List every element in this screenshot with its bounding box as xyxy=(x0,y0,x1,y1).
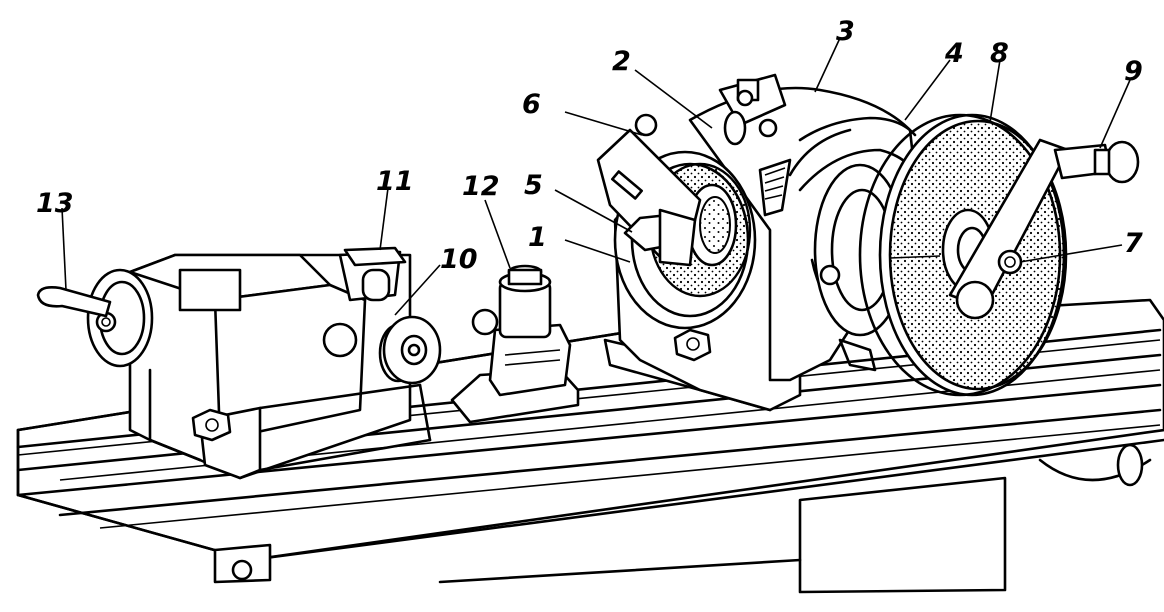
label-6: 6 xyxy=(522,89,541,120)
label-5: 5 xyxy=(524,170,543,201)
label-3: 3 xyxy=(836,16,855,47)
callout-labels: 1 2 3 4 5 6 7 8 9 10 11 12 13 xyxy=(36,16,1143,275)
tailstock xyxy=(36,246,442,480)
index-crank xyxy=(948,138,1140,320)
machine-table xyxy=(16,298,1164,594)
label-8: 8 xyxy=(990,38,1009,69)
label-1: 1 xyxy=(528,222,547,253)
label-12: 12 xyxy=(462,171,500,202)
label-2: 2 xyxy=(612,46,631,77)
dividing-head xyxy=(596,73,927,412)
label-9: 9 xyxy=(1124,56,1143,87)
label-7: 7 xyxy=(1124,228,1143,259)
label-4: 4 xyxy=(944,38,964,69)
leader-lines xyxy=(61,37,1131,316)
label-10: 10 xyxy=(440,244,478,275)
label-13: 13 xyxy=(36,188,74,219)
center-stand xyxy=(450,264,580,424)
label-11: 11 xyxy=(376,166,414,197)
